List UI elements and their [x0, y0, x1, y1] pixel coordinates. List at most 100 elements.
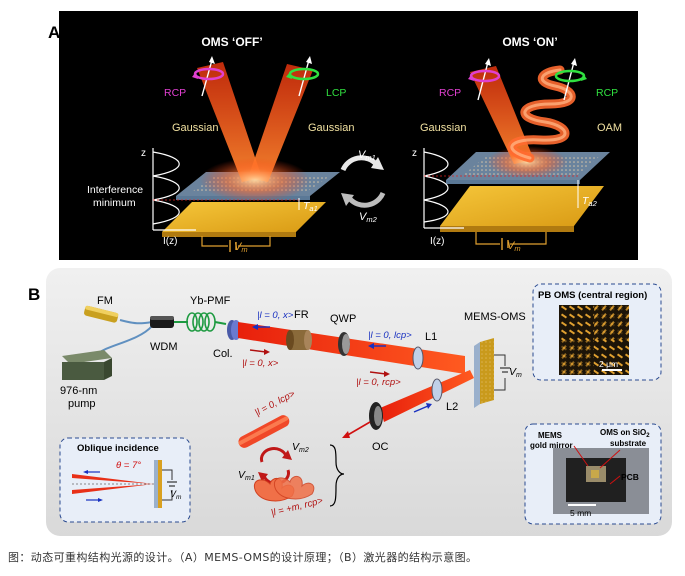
- interference-label-line2: minimum: [93, 197, 136, 209]
- rcp-circle-arrowhead-on: [468, 74, 474, 81]
- vm-label-inset: Vm: [170, 489, 182, 501]
- switch-arrow-bottom: [348, 191, 386, 208]
- l1-lens: [412, 346, 424, 370]
- reflected-beam: [72, 484, 154, 494]
- oms-sio2-label-line2: substrate: [610, 439, 647, 448]
- ta1-label: Ta1: [303, 200, 318, 213]
- output-arrowhead: [342, 431, 350, 438]
- oms-off-title: OMS ‘OFF’: [201, 35, 262, 49]
- vm-circuit-inset: [162, 469, 173, 501]
- vm-label-off: Vm: [234, 241, 248, 254]
- switch-arrowhead-top: [371, 157, 384, 170]
- wdm-label: WDM: [150, 341, 178, 353]
- fm-component: [84, 305, 119, 323]
- fr-label: FR: [294, 309, 309, 321]
- panel-b-background: [46, 268, 672, 536]
- output-brace: [329, 444, 345, 507]
- interference-curve-on: [423, 151, 449, 223]
- pointer-pcb: [609, 475, 621, 485]
- gaussian-output-beam: [238, 415, 290, 448]
- oms-on-title: OMS ‘ON’: [502, 35, 557, 49]
- mems-gold-label-line2: gold mirror: [530, 441, 573, 450]
- rcp-arrowhead-out-on: [571, 58, 577, 66]
- lcp-circle-arrowhead-off: [286, 72, 292, 79]
- gold-mirror-off: [162, 202, 326, 232]
- gaussian-label-on: Gaussian: [420, 122, 466, 134]
- gold-mirror-chip: [591, 470, 599, 478]
- vm2-label-b: Vm2: [292, 441, 309, 454]
- reflection-glow-on: [487, 146, 567, 178]
- scale-5mm-label: 5 mm: [570, 508, 591, 518]
- rcp-out-circle-arrowhead: [581, 74, 587, 81]
- gaussian-label-left-off: Gaussian: [172, 122, 218, 134]
- red-arrow-2: [369, 371, 387, 375]
- l2-lens: [431, 378, 443, 402]
- pump-label-line2: pump: [68, 398, 96, 410]
- panel-b-label: B: [28, 285, 40, 304]
- figure: A OMS ‘OFF’ RCP LCP Gaussian Gaussian z: [28, 11, 672, 536]
- lcp-label-off: LCP: [326, 87, 346, 99]
- panel-b: B FM WDM Yb-PMF: [28, 268, 672, 536]
- red-arrowhead-1: [264, 349, 270, 355]
- pointer-mems: [573, 445, 589, 467]
- gaussian-label-right-off: Gaussian: [308, 122, 354, 134]
- mems-oms-component: [474, 338, 494, 408]
- rcp-circle-arrowhead-off: [192, 72, 198, 79]
- vm-label-b: Vm: [509, 366, 522, 379]
- l2-label: L2: [446, 401, 458, 413]
- rcp-label-off: RCP: [164, 87, 186, 99]
- blue-arrowhead-1: [252, 324, 258, 330]
- switch-arrow-top: [340, 155, 378, 172]
- z-axis-label-on: z: [412, 148, 417, 159]
- iz-axis-label-on: I(z): [430, 236, 444, 247]
- pointer-oms: [599, 449, 621, 469]
- oam-label: OAM: [597, 122, 622, 134]
- fr-component: [286, 330, 312, 350]
- output-switch-arrowhead-top: [282, 450, 292, 460]
- output-arrow: [345, 421, 371, 437]
- oms-plate-on-edge: [446, 180, 580, 184]
- qwp-label: QWP: [330, 313, 356, 325]
- interference-curve-off: [152, 151, 180, 225]
- panel-a: A OMS ‘OFF’ RCP LCP Gaussian Gaussian z: [48, 11, 638, 260]
- oam-beam: [507, 65, 576, 163]
- output-switch-arrowhead-bottom: [258, 472, 268, 482]
- laser-beam-return: [380, 370, 474, 422]
- pcb-label: PCB: [621, 472, 639, 482]
- yb-pmf-label: Yb-PMF: [190, 295, 231, 307]
- state-l0x-bot: |l = 0, x>: [242, 358, 279, 369]
- switch-arrowhead-bottom: [341, 193, 354, 206]
- mems-gold-label-line1: MEMS: [538, 431, 563, 440]
- fm-label: FM: [97, 295, 113, 307]
- interference-glow-off: [200, 158, 310, 202]
- col-label: Col.: [213, 348, 233, 360]
- fiber-fm-wdm: [119, 319, 153, 325]
- wdm-component: [150, 316, 174, 328]
- gold-mirror-off-edge: [162, 232, 296, 237]
- pump-label-line1: 976-nm: [60, 385, 97, 397]
- oam-output-beam: [254, 476, 315, 502]
- pb-oms-title: PB OMS (central region): [538, 290, 647, 301]
- state-l0lcp-top: |l = 0, lcp>: [368, 330, 412, 341]
- panel-a-label: A: [48, 23, 60, 42]
- theta-label: θ = 7°: [116, 460, 141, 471]
- red-arrow-1: [249, 349, 267, 353]
- gold-mirror-on-edge: [440, 226, 574, 232]
- output-switch-arrow-top: [260, 447, 288, 463]
- oblique-title: Oblique incidence: [77, 443, 159, 454]
- rcp-label-on: RCP: [439, 87, 461, 99]
- red-arrowhead-2: [384, 371, 390, 377]
- oc-label: OC: [372, 441, 389, 453]
- oms-layer-inset: [154, 460, 158, 508]
- l1-label: L1: [425, 331, 437, 343]
- lcp-arrowhead-off: [306, 56, 312, 64]
- rcp-arrowhead-off: [209, 56, 215, 64]
- inset-blue-arrowhead-2: [98, 498, 103, 502]
- vm-circuit-off: [201, 236, 271, 247]
- vm1-label-b: Vm1: [238, 469, 255, 482]
- vm-circuit-b: [494, 354, 506, 391]
- qwp-component: [338, 332, 350, 356]
- inset-blue-arrowhead-1: [83, 470, 88, 474]
- lcp-beam-off: [248, 64, 313, 182]
- rcp-out-label-on: RCP: [596, 87, 618, 99]
